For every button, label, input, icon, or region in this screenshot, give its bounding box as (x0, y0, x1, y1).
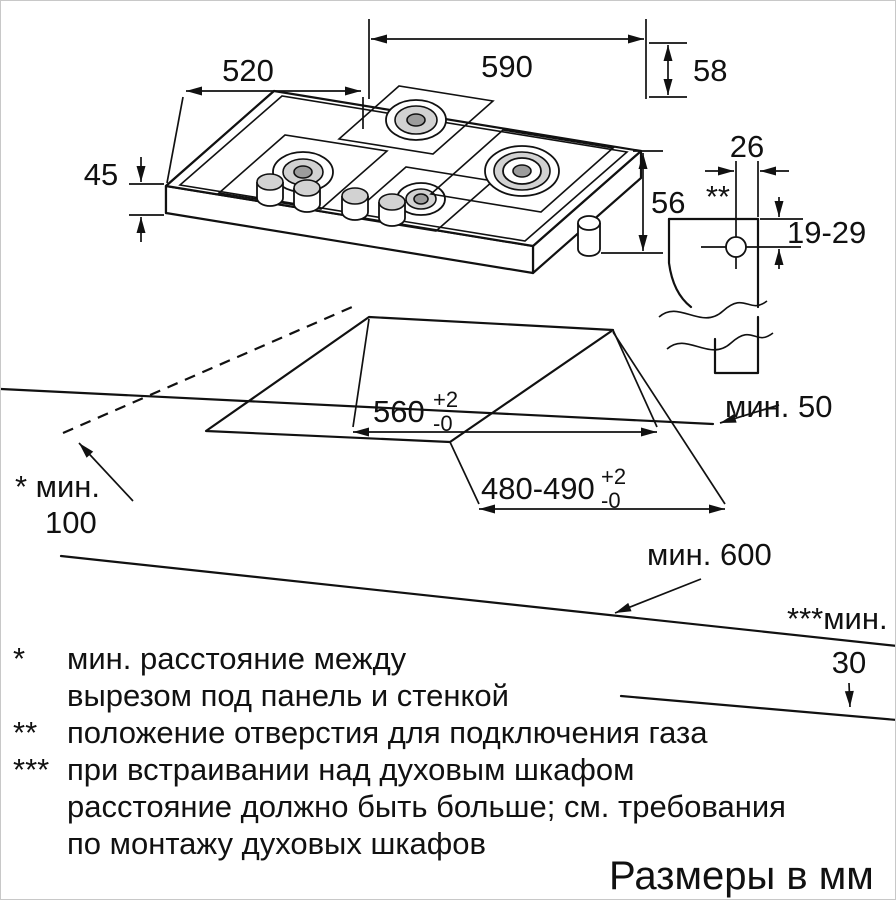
dim-26-label: 26 (730, 129, 764, 164)
worktop-back-edge (1, 387, 715, 426)
pan-support (217, 134, 389, 210)
min-30-label: ***мин. (787, 601, 888, 636)
gas-position-marker: ** (706, 179, 730, 214)
hob-drawing (164, 85, 643, 275)
gas-stub-top (577, 215, 601, 231)
dim-520-label: 520 (222, 53, 274, 88)
cutout-width-tol-plus: +2 (433, 387, 458, 412)
burner-cap (293, 165, 313, 179)
cutout-width-label: 560 (373, 394, 425, 429)
pan-support (429, 129, 615, 213)
dim-58: 58 (649, 42, 727, 98)
footnote-line-6: по монтажу духовых шкафов (67, 826, 486, 861)
cutout-depth-tol-plus: +2 (601, 464, 626, 489)
hob-glass-frame (178, 95, 629, 242)
dim-58-label: 58 (693, 53, 727, 88)
dim-19-29-label: 19-29 (787, 215, 866, 250)
dim-min-30: ***мин. 30 (787, 601, 888, 708)
leader-arrow (719, 404, 780, 424)
min-30-value: 30 (832, 645, 866, 680)
min-50-label: мин. 50 (725, 389, 832, 424)
dim-520: 520 (166, 53, 364, 184)
burner-back-left (337, 85, 495, 155)
ext-line (612, 331, 726, 505)
footnote-marker-3: ** (13, 715, 37, 750)
burner-back-right-wok (429, 129, 615, 213)
dim-min-100: * мин. 100 (15, 442, 134, 540)
break-wave-2 (666, 332, 774, 351)
knob-2 (293, 179, 321, 213)
footnote-line-3: положение отверстия для подключения газа (67, 715, 708, 750)
cutout-depth-tol-minus: -0 (601, 488, 621, 513)
dim-45-label: 45 (84, 157, 118, 192)
dim-26: 26 (705, 129, 789, 217)
ext-line (166, 96, 184, 184)
dim-19-29: 19-29 (760, 197, 866, 269)
burner-cap (406, 113, 426, 127)
dim-590-label: 590 (481, 49, 533, 84)
gas-stub-body (577, 223, 601, 257)
footnote-line-5: расстояние должно быть больше; см. требо… (67, 789, 786, 824)
dim-45: 45 (84, 157, 164, 242)
footnote-marker-4: *** (13, 752, 49, 787)
min-100-value: 100 (45, 505, 97, 540)
burner-front-left (217, 134, 389, 210)
footnote-line-4: при встраивании над духовым шкафом (67, 752, 634, 787)
bracket-left-edge (667, 217, 693, 309)
footnote-line-2: вырезом под панель и стенкой (67, 678, 509, 713)
dim-56: 56 (601, 150, 685, 254)
gas-hole (725, 236, 747, 258)
oven-clearance-line (619, 694, 895, 721)
bracket-lower (713, 315, 760, 375)
knob-4 (378, 193, 406, 227)
worktop-front-edge (59, 554, 895, 647)
dim-590: 590 (368, 19, 647, 99)
units-caption: Размеры в мм (609, 854, 874, 898)
knob-3 (341, 187, 369, 221)
footnote-marker-1: * (13, 641, 25, 676)
ext-line (352, 318, 370, 428)
min-600-label: мин. 600 (647, 537, 772, 572)
pan-support (337, 85, 495, 155)
footnotes-block: * мин. расстояние между вырезом под пане… (13, 641, 786, 861)
dim-cutout-width-560: 560 +2 -0 (352, 318, 658, 437)
control-knobs (256, 173, 406, 227)
dim-min-600: мин. 600 (614, 537, 772, 614)
burner-cap (512, 164, 532, 178)
leader-arrow (78, 442, 134, 502)
knob-1 (256, 173, 284, 207)
leader-arrow (844, 682, 854, 708)
ext-line (449, 441, 480, 505)
footnote-line-1: мин. расстояние между (67, 641, 407, 676)
cutout-depth-label: 480-490 (481, 471, 595, 506)
break-wave-1 (658, 300, 768, 319)
dim-min-50: мин. 50 (719, 389, 832, 424)
gas-bracket-profile: 26 ** 19-29 (658, 129, 866, 375)
side-wall-dashed-line (62, 302, 360, 435)
dim-cutout-depth-480-490: 480-490 +2 -0 (449, 331, 726, 514)
ext-line (612, 329, 658, 428)
leader-arrow (614, 578, 702, 614)
min-100-label: * мин. (15, 469, 100, 504)
dim-56-label: 56 (651, 185, 685, 220)
cutout-width-tol-minus: -0 (433, 411, 453, 436)
burner-cap (413, 193, 429, 205)
worktop-drawing: 560 +2 -0 480-490 +2 -0 мин. 50 * мин. 1… (1, 302, 895, 721)
